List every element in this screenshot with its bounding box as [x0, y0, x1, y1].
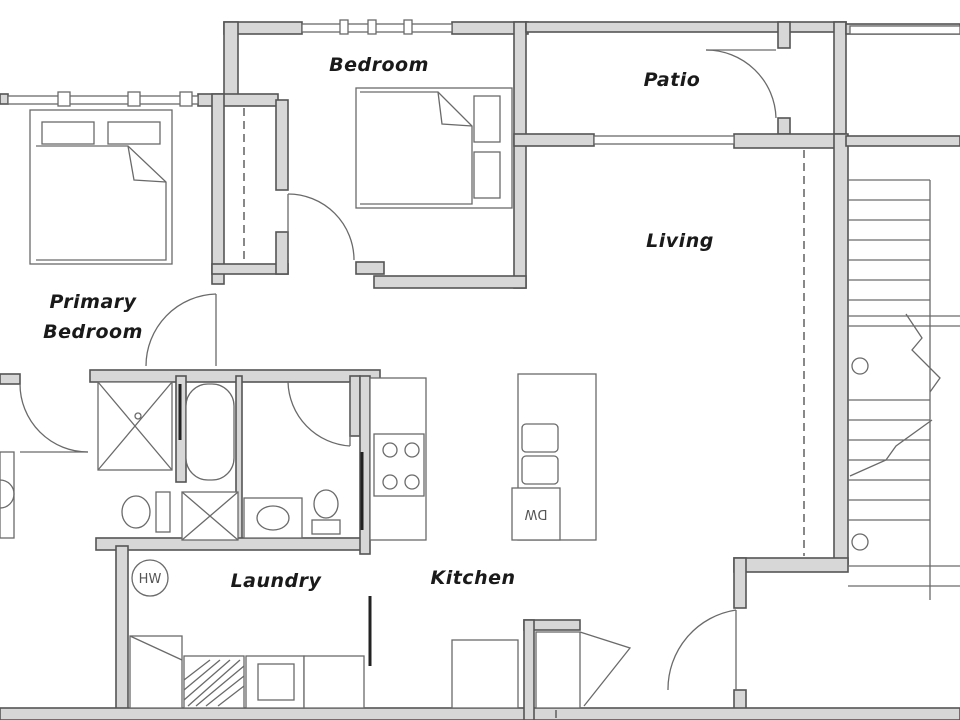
wall-segment: [211, 93, 225, 285]
dryer: [303, 655, 365, 709]
wall-segment: [275, 99, 289, 191]
pillow: [41, 121, 95, 145]
burner-icon: [382, 442, 398, 458]
room-labels: Bedroom Patio Living Primary Bedroom Lau…: [43, 54, 714, 592]
primary-bed: [29, 109, 173, 265]
wall-segment: [777, 21, 791, 49]
burner-icon: [382, 474, 398, 490]
window-mullion: [179, 91, 193, 107]
door-swing-closet: [19, 383, 89, 453]
wall-segment: [355, 261, 385, 275]
wall-segment: [733, 557, 747, 609]
burner-icon: [404, 442, 420, 458]
wall-segment: [845, 135, 960, 147]
door-swing-primary: [145, 293, 217, 367]
wall-segment: [733, 557, 849, 573]
laundry-fixtures: HW: [129, 559, 365, 709]
toilet-bowl: [121, 495, 151, 529]
window-right: [849, 25, 960, 35]
wall-segment: [115, 545, 129, 720]
window-mullion: [57, 91, 71, 107]
wall-segment: [197, 93, 279, 107]
pillow: [473, 95, 501, 143]
dishwasher-label: DW: [524, 506, 547, 521]
cabinet-diagonal: [129, 635, 183, 661]
water-heater-label: HW: [139, 572, 162, 587]
post-icon: [851, 533, 869, 551]
doors: [19, 49, 777, 707]
toilet-bowl-2: [313, 489, 339, 519]
wall-segment: [373, 275, 527, 289]
room-label-bedroom: Bedroom: [329, 54, 429, 76]
shower-drain-icon: [134, 412, 142, 420]
vanity-diagonal: [181, 491, 239, 541]
windows: [7, 19, 960, 145]
door-swing-bath: [287, 381, 351, 447]
door-swing-patio: [705, 49, 777, 119]
room-label-primary-line1: Primary: [49, 291, 137, 313]
door-swing-entry: [667, 609, 737, 691]
window-primary: [7, 95, 199, 105]
left-edge: [0, 451, 15, 539]
wall-segment: [275, 231, 289, 275]
post-icon: [851, 357, 869, 375]
room-label-living: Living: [646, 230, 714, 252]
wall-segment: [833, 133, 849, 565]
bed-fold: [127, 145, 167, 183]
wall-segment: [733, 133, 847, 149]
wall-segment: [777, 117, 791, 135]
bed-fold: [437, 91, 473, 127]
burner-icon: [404, 474, 420, 490]
pillow: [473, 151, 501, 199]
window-bedroom: [301, 23, 453, 33]
room-label-kitchen: Kitchen: [430, 567, 515, 589]
sink-basin: [521, 455, 559, 485]
toilet-tank: [155, 491, 171, 533]
secondary-bed: [355, 87, 513, 209]
hatch-lines: [183, 659, 245, 707]
sink-bowl: [256, 505, 290, 531]
refrigerator: [451, 639, 519, 709]
pillow: [107, 121, 161, 145]
sink-basin: [521, 423, 559, 453]
stair-break-line: [905, 313, 941, 393]
wall-segment: [0, 93, 9, 105]
window-mullion: [339, 19, 349, 35]
closet-edge: [0, 451, 15, 539]
pantry-shelf: [535, 631, 581, 709]
door-swing-pantry: [579, 631, 632, 707]
washer-door: [257, 663, 295, 701]
window-mullion: [403, 19, 413, 35]
wall-segment: [833, 21, 847, 149]
laundry-cabinet: [129, 635, 183, 709]
stairs: [848, 179, 960, 600]
wall-segment: [223, 21, 239, 105]
window-patio-slider: [593, 135, 735, 145]
wall-segment: [523, 619, 535, 720]
water-heater: [131, 559, 169, 597]
wall-segment: [513, 21, 527, 289]
window-mullion: [127, 91, 141, 107]
wall-segment: [89, 369, 381, 383]
wall-segment: [525, 21, 847, 33]
dishwasher: [511, 487, 561, 541]
shower-diagonal: [97, 381, 173, 471]
edge-arc: [0, 479, 15, 509]
wall-segment: [0, 373, 21, 385]
room-label-patio: Patio: [644, 69, 701, 91]
wall-segment: [0, 707, 960, 720]
room-label-primary-line2: Bedroom: [43, 321, 143, 343]
primary-bath: [97, 381, 364, 541]
wall-segment: [349, 375, 361, 437]
room-label-laundry: Laundry: [231, 570, 323, 592]
bathtub: [185, 383, 235, 481]
wall-segment: [513, 133, 595, 147]
kitchen-fixtures: DW: [369, 373, 597, 709]
toilet-tank-2: [311, 519, 341, 535]
stair-break-line: [849, 419, 933, 477]
door-swing-bedroom: [287, 193, 355, 261]
window-mullion: [367, 19, 377, 35]
